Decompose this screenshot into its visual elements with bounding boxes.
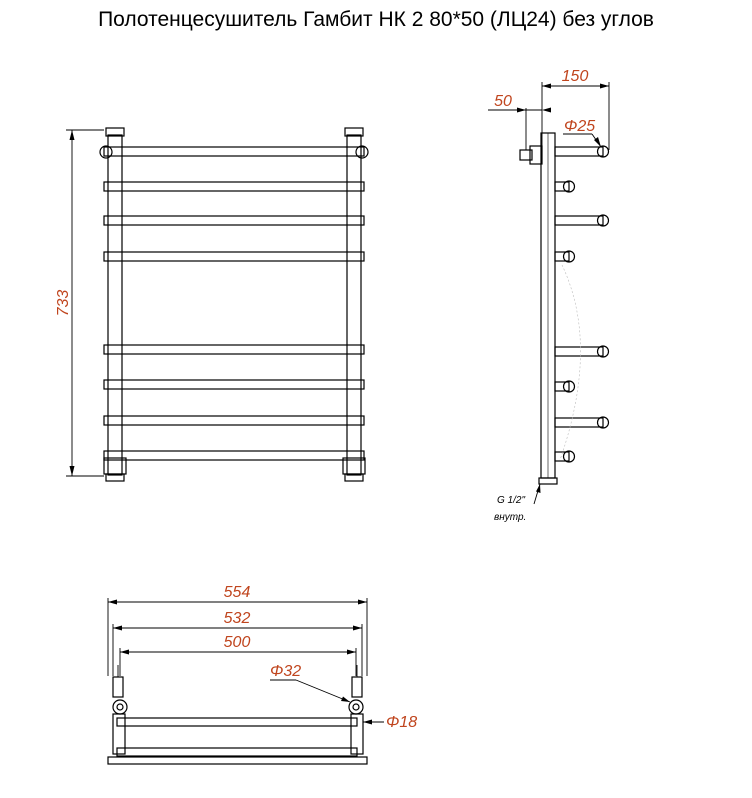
short-arm (554, 380, 576, 393)
rung (103, 450, 365, 461)
left-riser (107, 134, 123, 476)
riser-diameter-label: Φ32 (270, 663, 301, 680)
bar-diameter-leader (563, 133, 602, 148)
right-riser-bottom-nut (342, 457, 366, 475)
short-arm (554, 450, 576, 463)
rung (103, 181, 365, 192)
side-riser-bottom (538, 477, 558, 485)
long-arm (554, 214, 610, 227)
rung (103, 251, 365, 262)
riser-diameter-leader (270, 679, 351, 703)
rung-diameter-label: Φ18 (386, 714, 417, 731)
rung (103, 215, 365, 226)
bar-diameter-label: Φ25 (564, 118, 595, 135)
rung-diameter-leader (363, 719, 372, 725)
short-arm (554, 180, 576, 193)
height-dimension (66, 129, 104, 477)
thread-note: внутр. (494, 512, 526, 523)
drawing-title: Полотенцесушитель Гамбит НК 2 80*50 (ЛЦ2… (98, 8, 654, 31)
depth-label: 150 (562, 68, 589, 85)
long-arm (554, 345, 610, 358)
left-riser-section (112, 699, 128, 715)
inner-width-dimension (112, 624, 363, 676)
right-wall-mount (351, 676, 363, 698)
rung (103, 415, 365, 426)
long-arm (554, 145, 610, 158)
side-view (519, 108, 610, 485)
front-view (99, 127, 369, 482)
height-label: 733 (55, 290, 72, 317)
rung (103, 344, 365, 355)
top-view-rail (116, 747, 358, 757)
long-arm (554, 416, 610, 429)
left-riser-bottom-nut (103, 457, 127, 475)
left-wall-mount (112, 676, 124, 698)
left-mount-ring (99, 145, 113, 159)
left-riser-cap-top (105, 127, 125, 137)
wall-flange (529, 145, 543, 165)
top-view-rail (107, 756, 368, 765)
wall-offset-label: 50 (494, 93, 512, 110)
rung (103, 379, 365, 390)
right-mount-ring (355, 145, 369, 159)
axis-width-label: 500 (224, 634, 251, 651)
right-riser-section (348, 699, 364, 715)
short-arm (554, 250, 576, 263)
wall-offset-dimension (488, 107, 551, 113)
depth-dimension (541, 82, 610, 150)
thread-label: G 1/2" (497, 495, 525, 506)
thread-leader (533, 483, 541, 505)
inner-width-label: 532 (224, 610, 251, 627)
axis-width-dimension (119, 648, 357, 676)
total-width-label: 554 (224, 584, 251, 601)
top-rail (103, 146, 365, 157)
top-view-rail (116, 717, 358, 727)
right-riser (346, 134, 362, 476)
top-view (107, 665, 384, 765)
total-width-dimension (107, 598, 368, 676)
right-riser-cap-top (344, 127, 364, 137)
